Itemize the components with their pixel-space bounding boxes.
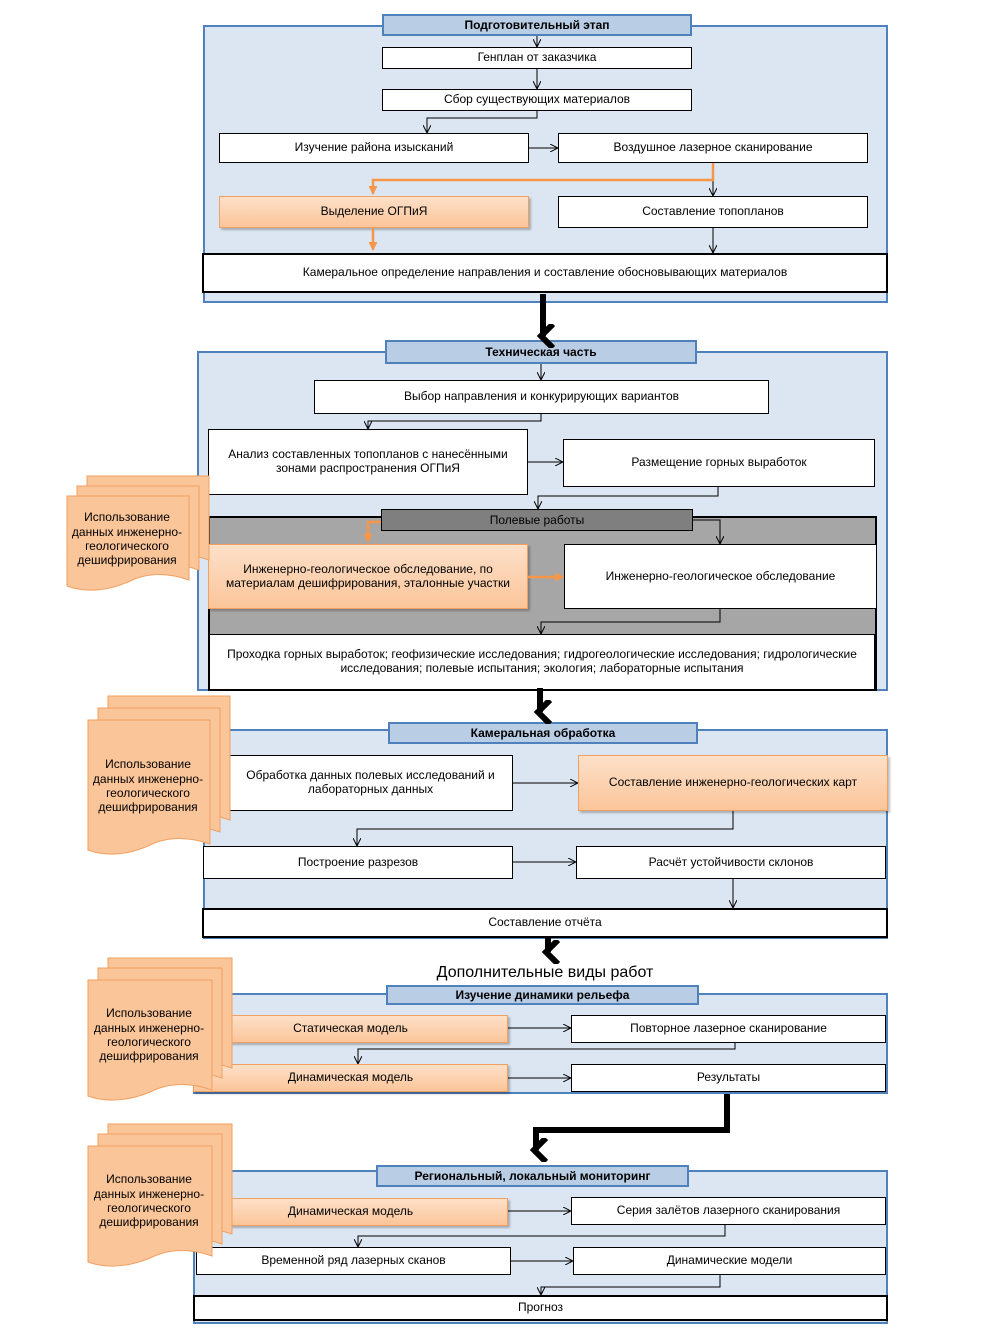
prep-arrows bbox=[427, 36, 713, 252]
doc-stack-3 bbox=[87, 957, 233, 1101]
relief-section-title: Изучение динамики рельефа bbox=[386, 985, 699, 1005]
processing-arrows bbox=[357, 783, 733, 907]
genplan-box: Генплан от заказчика bbox=[382, 47, 692, 69]
field-works-title: Полевые работы bbox=[381, 509, 693, 531]
geo-maps-box: Составление инженерно-геологических карт bbox=[578, 755, 888, 811]
doc-stack-4 bbox=[87, 1123, 233, 1267]
prep-section-title: Подготовительный этап bbox=[382, 14, 692, 36]
topoplan-analysis-box: Анализ составленных топопланов с нанесён… bbox=[208, 429, 528, 495]
monitoring-dynamic-model-box: Динамическая модель bbox=[193, 1198, 508, 1226]
monitoring-section-title: Региональный, локальный мониторинг bbox=[376, 1165, 689, 1187]
tech-arrows bbox=[368, 364, 720, 633]
slope-stability-box: Расчёт устойчивости склонов bbox=[576, 846, 886, 879]
lidar-box: Воздушное лазерное сканирование bbox=[558, 133, 868, 163]
scan-flights-box: Серия залётов лазерного сканирования bbox=[571, 1197, 886, 1225]
scan-series-box: Временной ряд лазерных сканов bbox=[196, 1247, 511, 1275]
rescan-box: Повторное лазерное сканирование bbox=[571, 1015, 886, 1043]
results-box: Результаты bbox=[571, 1064, 886, 1092]
data-processing-box: Обработка данных полевых исследований и … bbox=[228, 755, 513, 811]
collect-materials-box: Сбор существующих материалов bbox=[382, 89, 692, 111]
relief-arrows bbox=[358, 1028, 736, 1078]
extra-works-title: Дополнительные виды работ bbox=[436, 964, 654, 981]
ogpiya-box: Выделение ОГПиЯ bbox=[219, 196, 529, 228]
cross-sections-box: Построение разрезов bbox=[203, 846, 513, 879]
report-box: Составление отчёта bbox=[202, 908, 888, 938]
variant-choice-box: Выбор направления и конкурирующих вариан… bbox=[314, 380, 769, 414]
doc-stack-1 bbox=[66, 475, 210, 591]
dynamic-model-box: Динамическая модель bbox=[193, 1064, 508, 1092]
static-model-box: Статическая модель bbox=[193, 1015, 508, 1043]
prep-orange-arrows bbox=[368, 163, 715, 251]
doc-note-3: Использование данных инженерно-геологиче… bbox=[93, 1006, 205, 1064]
monitoring-arrows bbox=[358, 1211, 726, 1294]
doc-note-2: Использование данных инженерно-геологиче… bbox=[92, 757, 204, 815]
cameral-direction-box: Камеральное определение направления и со… bbox=[202, 253, 888, 293]
excavation-placement-box: Размещение горных выработок bbox=[563, 439, 875, 487]
survey-decoding-box: Инженерно-геологическое обследование, по… bbox=[208, 544, 528, 609]
geo-survey-box: Инженерно-геологическое обследование bbox=[564, 544, 877, 609]
doc-stack-2 bbox=[87, 695, 231, 855]
doc-note-4: Использование данных инженерно-геологиче… bbox=[93, 1172, 205, 1230]
dynamic-models-box: Динамические модели bbox=[573, 1247, 886, 1275]
drilling-works-box: Проходка горных выработок; геофизические… bbox=[209, 634, 875, 690]
big-arrow-relief-monitoring bbox=[536, 1094, 730, 1150]
topoplans-box: Составление топопланов bbox=[558, 196, 868, 228]
doc-note-1: Использование данных инженерно-геологиче… bbox=[71, 510, 183, 568]
tech-orange-arrows bbox=[363, 520, 564, 582]
area-study-box: Изучение района изысканий bbox=[219, 133, 529, 163]
forecast-box: Прогноз bbox=[193, 1295, 888, 1321]
